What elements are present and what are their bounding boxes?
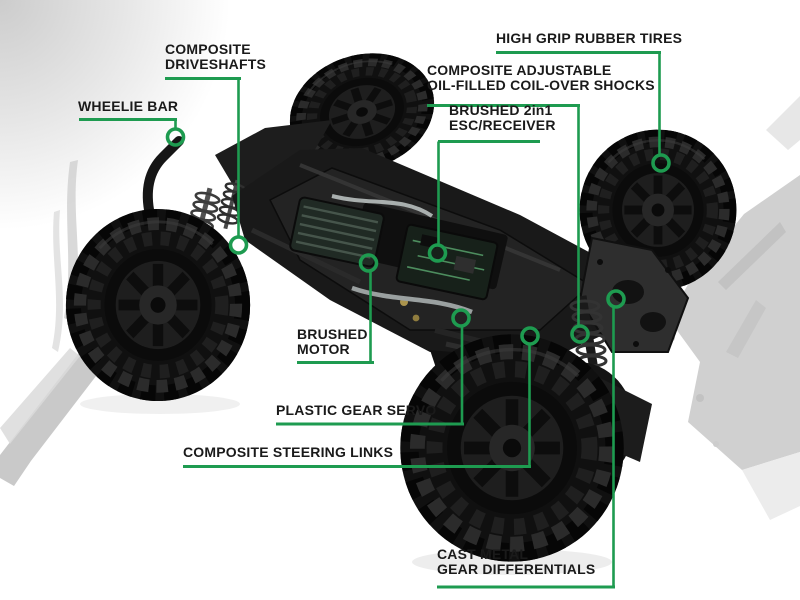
- marker-tires: [651, 153, 671, 173]
- marker-steering-links: [520, 326, 540, 346]
- esc-board-part: [395, 223, 499, 301]
- callout-label-composite-shocks: COMPOSITE ADJUSTABLE OIL-FILLED COIL-OVE…: [427, 62, 655, 93]
- marker-motor: [358, 253, 379, 273]
- marker-esc: [427, 243, 448, 263]
- left-wheel: [66, 209, 250, 401]
- front-wheel: [400, 334, 623, 561]
- gear-differential-housing: [578, 236, 690, 353]
- marker-shocks: [570, 324, 590, 344]
- callout-label-high-grip-rubber-tires: HIGH GRIP RUBBER TIRES: [496, 30, 683, 46]
- callout-label-plastic-gear-servo: PLASTIC GEAR SERVO: [276, 402, 437, 418]
- callout-label-cast-metal-gear-differentials: CAST METAL GEAR DIFFERENTIALS: [437, 546, 596, 577]
- callout-label-brushed-esc-receiver: BRUSHED 2in1 ESC/RECEIVER: [449, 102, 556, 133]
- motor-part: [289, 196, 385, 268]
- grunge-texture: [0, 0, 800, 520]
- marker-differentials: [606, 289, 626, 309]
- callout-label-brushed-motor: BRUSHED MOTOR: [297, 326, 368, 357]
- callout-lines: [79, 51, 671, 589]
- marker-driveshafts: [228, 235, 249, 255]
- marker-servo: [451, 308, 471, 328]
- callout-label-wheelie-bar: WHEELIE BAR: [78, 98, 179, 114]
- marker-wheelie-bar: [165, 127, 186, 147]
- steering-linkage: [351, 285, 473, 315]
- driveshaft: [250, 227, 362, 285]
- callout-label-composite-driveshafts: COMPOSITE DRIVESHAFTS: [165, 41, 266, 72]
- callout-label-composite-steering-links: COMPOSITE STEERING LINKS: [183, 444, 394, 460]
